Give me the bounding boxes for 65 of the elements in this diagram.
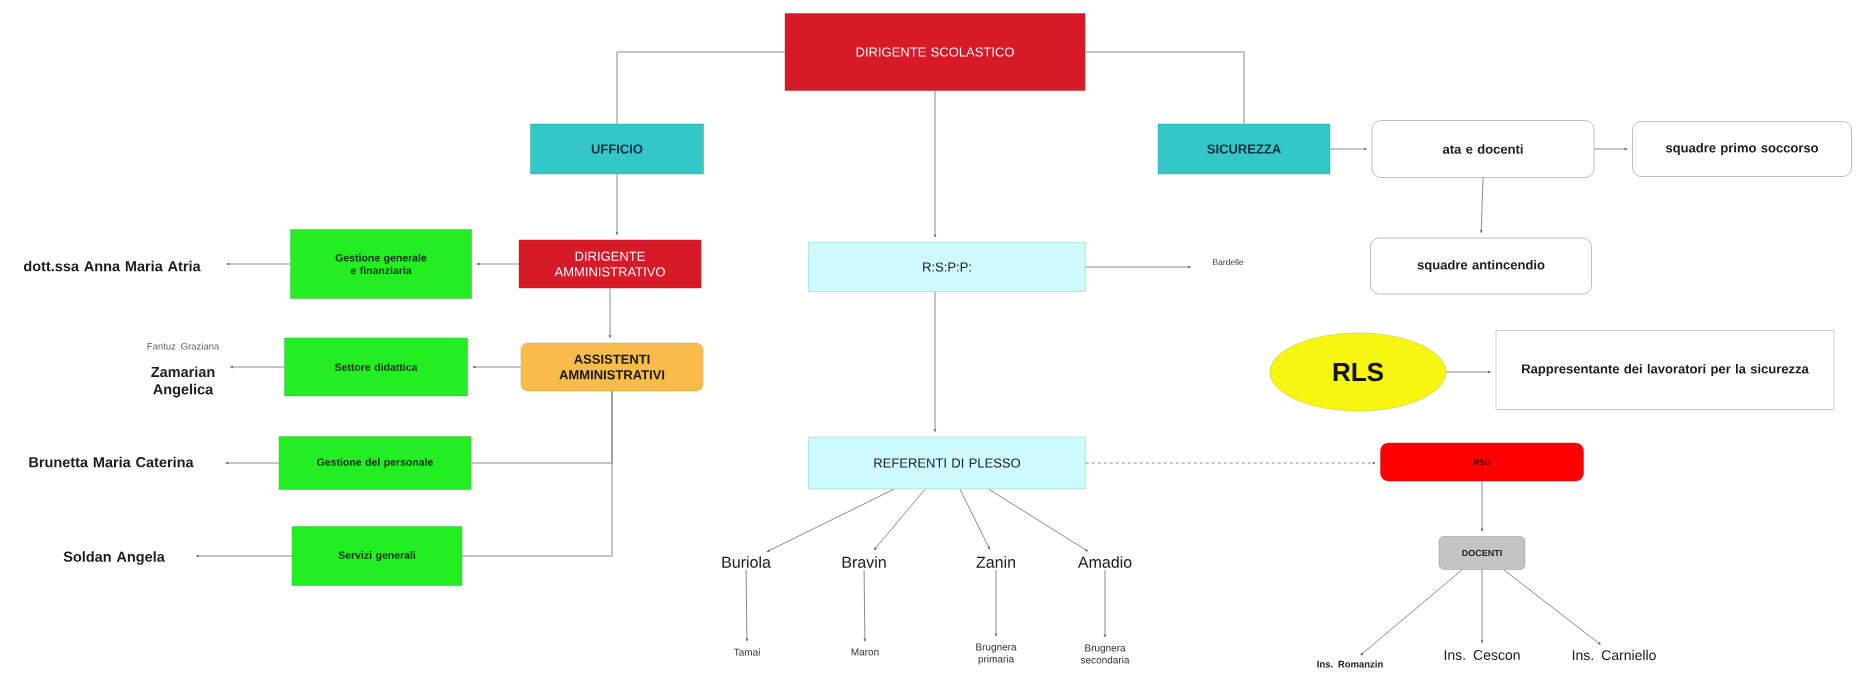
arrow [933,90,937,238]
teacher-name: Ins. Carniello [1572,649,1656,661]
ellipse-node: RLS [1269,332,1447,412]
arrow [1085,461,1376,465]
role-box: REFERENTI DI PLESSO [808,436,1086,490]
role-box: R:S:P:P: [808,242,1086,292]
teacher-name: Ins. Cescon [1444,650,1520,660]
connector-line [461,390,613,557]
person-name: Bardelle [1213,258,1244,266]
place-name: Brugnera primaria [976,643,1017,665]
person-name: Bravin [842,556,886,568]
role-box: DIRIGENTE SCOLASTICO [784,13,1086,91]
arrow [873,488,926,551]
arrow [1360,569,1463,656]
person-name: Soldan Angela [63,551,165,565]
arrow [472,365,522,369]
arrow [1085,265,1191,269]
arrow [1329,147,1367,151]
role-box: DOCENTI [1438,536,1526,570]
arrow [230,365,285,369]
arrow [1480,480,1484,532]
description-box: Rappresentante dei lavoratori per la sicurezza [1495,330,1835,410]
connector-line [616,51,786,125]
arrow [226,262,291,266]
team-box: squadre antincendio [1370,237,1592,295]
sector-box: Gestione del personale [278,436,472,490]
arrow [994,569,998,637]
place-name: Tamai [733,648,760,656]
category-box: SICUREZZA [1157,123,1331,175]
person-name: Brunetta Maria Caterina [29,456,194,468]
arrow [863,569,867,642]
arrow [745,569,749,642]
place-name: Maron [851,648,879,656]
arrow [1480,569,1484,644]
arrow [615,173,619,235]
arrow [766,488,895,553]
arrow [1593,147,1628,151]
person-name: Buriola [722,556,771,568]
arrow [476,262,520,266]
arrow [225,461,280,465]
sector-box: Servizi generali [291,526,463,586]
place-name: Brugnera secondaria [1080,644,1130,664]
arrow [933,291,937,432]
person-name: Fantuz Graziana Zamarian Angelica [147,342,220,398]
arrow [196,554,293,558]
arrow [1503,569,1601,645]
arrow [959,488,991,550]
connector-line [1084,51,1245,125]
team-box: ata e docenti [1371,120,1595,178]
sector-box: Gestione generale e finanziaria [290,229,472,299]
sector-box: Settore didattica [284,337,468,397]
teacher-name: Ins. Romanzin [1317,660,1383,668]
arrow [608,287,612,338]
team-box: squadre primo soccorso [1632,121,1852,177]
role-box: ASSISTENTI AMMINISTRATIVI [520,342,704,392]
category-box: UFFICIO [530,123,704,175]
role-box: DIRIGENTE AMMINISTRATIVO [518,239,702,289]
arrow [1480,177,1484,233]
role-box: RSU [1380,442,1584,482]
person-name: Zanin [976,556,1015,568]
person-name: Amadio [1077,556,1132,568]
arrow [988,488,1089,552]
person-name: dott.ssa Anna Maria Atria [23,260,201,272]
arrow [1445,370,1491,374]
arrow [1103,569,1107,638]
